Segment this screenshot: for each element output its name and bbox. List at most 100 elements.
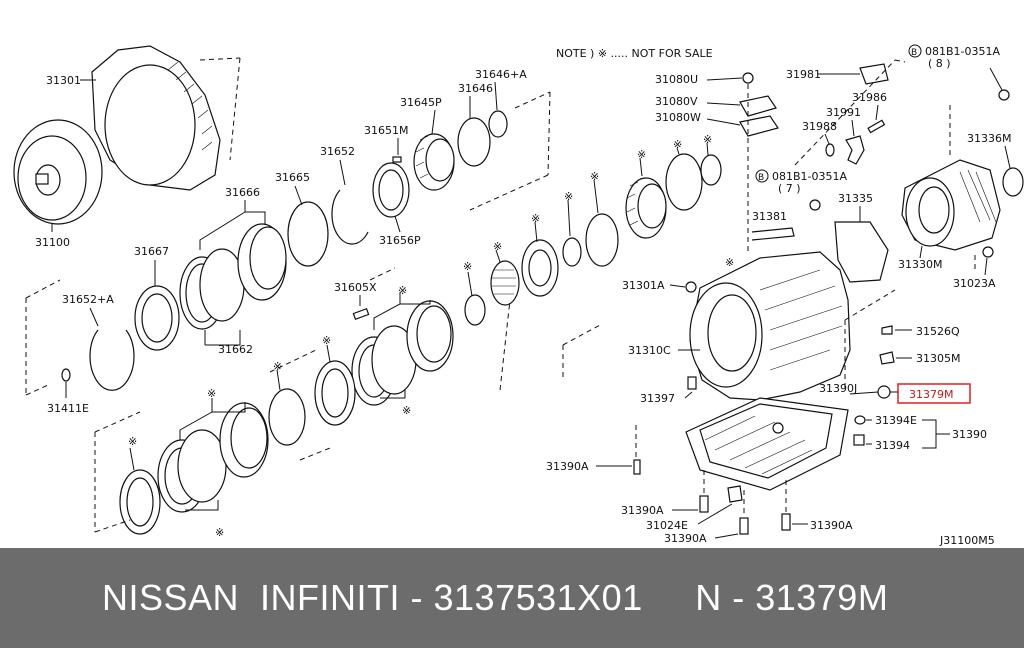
label-qty-7: ( 7 ) — [778, 182, 801, 195]
note-not-for-sale: NOTE ) ※ ..... NOT FOR SALE — [556, 47, 713, 60]
label-081B1-8: 081B1-0351A — [925, 45, 1001, 58]
label-31394: 31394 — [875, 439, 910, 452]
bolt-081b1-7 — [809, 199, 821, 211]
svg-text:※: ※ — [322, 334, 331, 347]
label-31100: 31100 — [35, 236, 70, 249]
label-31379M: 31379M — [909, 388, 953, 401]
label-31301: 31301 — [46, 74, 81, 87]
oil-pan-31390 — [685, 397, 849, 491]
label-31605X: 31605X — [334, 281, 377, 294]
label-31390A-3: 31390A — [664, 532, 707, 545]
pin-31651m — [392, 156, 402, 163]
label-31024E: 31024E — [646, 519, 688, 532]
svg-text:※: ※ — [531, 212, 540, 225]
svg-text:※: ※ — [402, 404, 411, 417]
svg-text:※: ※ — [215, 526, 224, 539]
label-31986: 31986 — [852, 91, 887, 104]
label-31526Q: 31526Q — [916, 325, 960, 338]
label-31390A-1: 31390A — [546, 460, 589, 473]
label-31652: 31652 — [320, 145, 355, 158]
label-31991: 31991 — [826, 106, 861, 119]
ring-d — [700, 154, 722, 186]
label-31651M: 31651M — [364, 124, 408, 137]
ball-31411e — [61, 368, 71, 382]
clip-31024e — [727, 485, 743, 503]
label-31656P: 31656P — [379, 234, 421, 247]
clutch-pack-lower — [157, 402, 269, 513]
not-for-sale-markers: ※ ※ ※ ※ ※ ※ ※ ※ ※ ※ ※ ※ ※ ※ ※ ※ — [128, 133, 734, 539]
bolt-31023a — [982, 246, 994, 258]
label-qty-8: ( 8 ) — [928, 57, 951, 70]
bracket-31981 — [859, 63, 889, 85]
seal-ring-31646a — [488, 110, 508, 138]
snap-ring-31652 — [331, 189, 369, 245]
pin-31605x — [352, 308, 370, 320]
pin-31988 — [825, 143, 835, 157]
label-31646A: 31646+A — [475, 68, 527, 81]
label-31981: 31981 — [786, 68, 821, 81]
torque-converter-31100 — [13, 119, 103, 225]
label-081B1-7: 081B1-0351A — [772, 170, 848, 183]
svg-text:※: ※ — [463, 260, 472, 273]
clutch-pack-31666 — [179, 223, 287, 330]
small-ring — [464, 294, 486, 326]
label-31646: 31646 — [458, 82, 493, 95]
svg-text:※: ※ — [564, 190, 573, 203]
svg-text:※: ※ — [493, 240, 502, 253]
ring-middle — [268, 388, 306, 446]
part-number-banner: NISSAN INFINITI - 3137531X01 N - 31379M — [0, 548, 1024, 648]
label-31662: 31662 — [218, 343, 253, 356]
plug-31526q — [881, 325, 893, 335]
label-31645P: 31645P — [400, 96, 442, 109]
extension-housing-31330m — [901, 159, 1001, 251]
gasket-31335 — [834, 221, 889, 283]
bolt-31390a-2 — [699, 495, 709, 513]
ring-b — [585, 213, 619, 267]
seal-ring-31646 — [457, 117, 491, 167]
label-31390A-2: 31390A — [621, 504, 664, 517]
label-31390: 31390 — [952, 428, 987, 441]
ring-c — [665, 153, 703, 211]
label-31667: 31667 — [134, 245, 169, 258]
svg-text:※: ※ — [398, 284, 407, 297]
label-31310C: 31310C — [628, 344, 671, 357]
label-31336M: 31336M — [967, 132, 1011, 145]
pin-31986 — [867, 119, 886, 134]
label-31390J: 31390J — [819, 382, 857, 395]
highlight-box-31379m — [897, 383, 971, 404]
label-B8: B — [911, 48, 917, 58]
bolt-31390a-3 — [739, 517, 749, 535]
label-31397: 31397 — [640, 392, 675, 405]
svg-text:※: ※ — [128, 435, 137, 448]
bolt-31390a-4 — [781, 513, 791, 531]
label-31652A: 31652+A — [62, 293, 114, 306]
plate-31080v — [739, 95, 777, 117]
bolt-31080u — [742, 72, 754, 84]
label-31080U: 31080U — [655, 73, 698, 86]
label-31381: 31381 — [752, 210, 787, 223]
ring-a — [562, 237, 582, 267]
label-31411E: 31411E — [47, 402, 89, 415]
label-31666: 31666 — [225, 186, 260, 199]
banner-text: NISSAN INFINITI - 3137531X01 N - 31379M — [102, 577, 889, 618]
label-31301A: 31301A — [622, 279, 665, 292]
label-31394E: 31394E — [875, 414, 917, 427]
svg-text:※: ※ — [703, 133, 712, 146]
svg-text:※: ※ — [590, 170, 599, 183]
washer-31394e — [854, 415, 866, 425]
label-31330M: 31330M — [898, 258, 942, 271]
label-31023A: 31023A — [953, 277, 996, 290]
svg-text:※: ※ — [273, 360, 282, 373]
label-31988: 31988 — [802, 120, 837, 133]
plug-31305m — [879, 351, 895, 365]
bearing-needle — [490, 260, 520, 306]
seal-31379m — [877, 385, 891, 399]
label-31335: 31335 — [838, 192, 873, 205]
label-31080W: 31080W — [655, 111, 701, 124]
snap-ring-31652a — [89, 329, 135, 391]
ring-31665 — [287, 201, 329, 267]
dowel-31397 — [687, 376, 697, 390]
bolt-31390a-1 — [633, 459, 641, 475]
label-31390A-4: 31390A — [810, 519, 853, 532]
